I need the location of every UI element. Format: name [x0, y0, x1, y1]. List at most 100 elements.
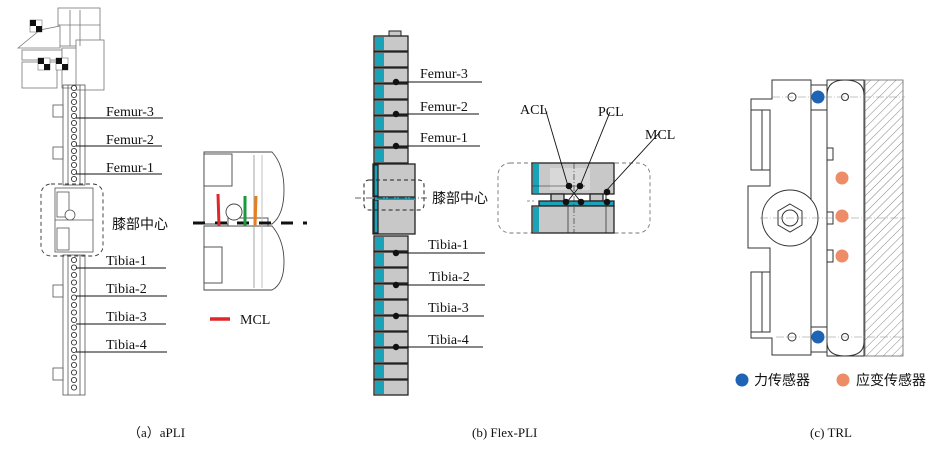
flexpli-segment: [373, 131, 409, 148]
flexpli-sensor-dot: [392, 312, 400, 320]
apli-bead: [70, 140, 78, 148]
apli-caption: （a）aPLI: [128, 425, 185, 440]
trl-center-lines: [760, 96, 905, 338]
apli-legend-mcl-label: MCL: [240, 313, 270, 328]
apli-knee-block: [54, 187, 94, 253]
apli-bead: [70, 119, 78, 127]
apli-leader-lines: [76, 117, 167, 353]
trl-legend-force-label: 力传感器: [754, 372, 810, 389]
apli-femur-head: [16, 7, 105, 91]
flexpli-sensor-dot: [392, 343, 400, 351]
flexpli-knee-dashed-outline: [363, 179, 425, 211]
flexpli-segment: [373, 267, 409, 284]
apli-label-tibia-3: Tibia-3: [106, 310, 147, 325]
flexpli-caption: (b) Flex-PLI: [472, 425, 537, 440]
flexpli-segment: [373, 99, 409, 116]
apli-bead: [70, 168, 78, 176]
trl-strain-sensor: [835, 249, 849, 263]
flexpli-segment: [373, 331, 409, 348]
apli-bead: [70, 346, 78, 354]
apli-bead: [70, 384, 78, 391]
apli-bead: [70, 301, 78, 309]
apli-label-femur-2: Femur-2: [106, 133, 154, 148]
trl-caption: (c) TRL: [810, 425, 852, 440]
apli-bead: [70, 84, 78, 92]
flexpli-leader-lines: [392, 78, 485, 351]
flexpli-sensor-dot: [392, 78, 400, 86]
flexpli-segment: [373, 83, 409, 100]
apli-bead: [70, 376, 78, 384]
apli-bead: [70, 112, 78, 120]
flexpli-segment: [373, 363, 409, 380]
trl-legend-force-swatch: [735, 373, 749, 387]
flexpli-sensor-dot: [392, 281, 400, 289]
apli-knee-center-label: 膝部中心: [112, 217, 168, 233]
trl-force-sensor: [811, 330, 825, 344]
flexpli-segment-accent: [375, 301, 384, 314]
apli-pcl-ligament: [253, 195, 258, 227]
apli-bead: [70, 175, 78, 183]
flexpli-top-cap: [388, 30, 402, 37]
apli-shaft: [62, 84, 86, 396]
apli-bead: [70, 339, 78, 346]
apli-bead: [70, 147, 78, 155]
apli-knee-dashed-outline: [40, 183, 104, 257]
flexpli-sensor-dot: [392, 110, 400, 118]
flexpli-label-tibia-2: Tibia-2: [429, 270, 470, 285]
apli-bead: [70, 105, 78, 113]
flexpli-knee-detail: [527, 162, 615, 234]
apli-bead: [70, 264, 78, 271]
trl-legend-strain-swatch: [836, 373, 850, 387]
panel-b-flex-pli: 膝部中心 Femur-3 Femur-2 Femur-1 Tibia-1 Tib…: [355, 30, 675, 440]
apli-knee-detail: [203, 151, 285, 291]
flexpli-segment: [373, 35, 409, 52]
apli-bead: [70, 256, 78, 264]
flexpli-segment-accent: [375, 85, 384, 98]
apli-label-tibia-4: Tibia-4: [106, 338, 147, 353]
trl-force-sensor: [811, 90, 825, 104]
flexpli-segment-accent: [375, 37, 384, 50]
flexpli-sensor-dot: [392, 142, 400, 150]
panel-c-trl: 力传感器 应变传感器 (c) TRL: [735, 79, 926, 440]
flexpli-segment: [373, 147, 409, 164]
flexpli-label-mcl: MCL: [645, 128, 675, 143]
flexpli-knee-center-label: 膝部中心: [432, 191, 488, 207]
panel-a-aPLI: Femur-3 Femur-2 Femur-1 膝部中心 Tibia-1 Tib…: [16, 7, 307, 440]
flexpli-label-femur-3: Femur-3: [420, 67, 468, 82]
apli-label-tibia-2: Tibia-2: [106, 282, 147, 297]
flexpli-segment: [373, 299, 409, 316]
flexpli-segment-accent: [375, 53, 384, 66]
flexpli-label-pcl: PCL: [598, 105, 624, 120]
flexpli-knee-block: [372, 163, 416, 235]
flexpli-segment-accent: [375, 269, 384, 282]
flexpli-sensor-dot: [392, 249, 400, 257]
flexpli-segment: [373, 251, 409, 268]
flexpli-segment-accent: [375, 365, 384, 378]
apli-mcl-ligament: [216, 193, 221, 227]
flexpli-segment: [373, 115, 409, 132]
flexpli-segment-accent: [375, 253, 384, 266]
flexpli-segment-accent: [375, 117, 384, 130]
apli-target-markers: [29, 19, 69, 71]
flexpli-segment-accent: [375, 285, 384, 298]
flexpli-label-acl: ACL: [520, 103, 548, 118]
flexpli-label-tibia-4: Tibia-4: [428, 333, 469, 348]
apli-bead: [70, 309, 78, 316]
flexpli-segment-accent: [375, 381, 384, 394]
flexpli-segment-accent: [375, 317, 384, 330]
flexpli-segment-accent: [375, 237, 384, 250]
flexpli-label-tibia-3: Tibia-3: [428, 301, 469, 316]
apli-label-femur-1: Femur-1: [106, 161, 154, 176]
flexpli-segment-column: [373, 35, 409, 396]
apli-side-clamps: [52, 104, 64, 381]
apli-bead: [70, 91, 78, 99]
flexpli-label-tibia-1: Tibia-1: [428, 238, 469, 253]
apli-bead: [70, 331, 78, 339]
flexpli-label-femur-1: Femur-1: [420, 131, 468, 146]
apli-label-tibia-1: Tibia-1: [106, 254, 147, 269]
flexpli-segment-accent: [375, 101, 384, 114]
apli-bead: [70, 161, 78, 169]
flexpli-segment-accent: [375, 149, 384, 162]
flexpli-segment: [373, 51, 409, 68]
trl-strain-sensor: [835, 209, 849, 223]
